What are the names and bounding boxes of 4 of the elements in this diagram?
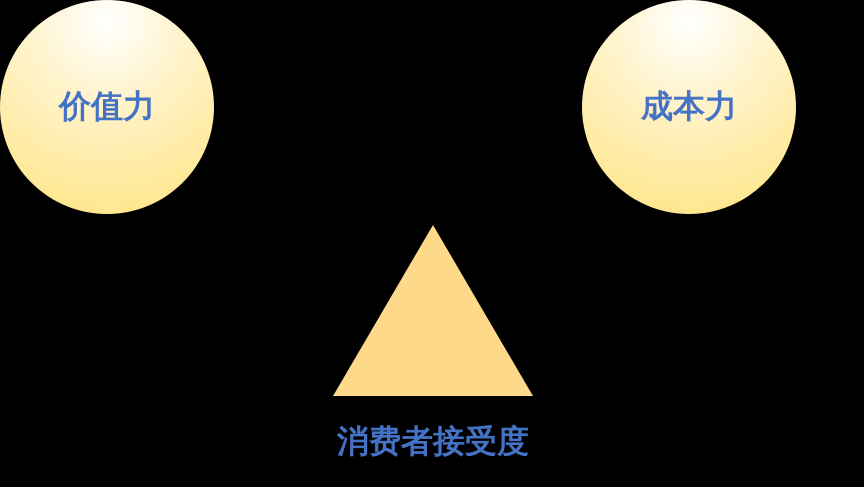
node-label: 消费者接受度 [337,421,529,462]
triangle-shape [333,225,533,396]
circle-label: 成本力 [641,86,737,127]
circle-label: 价值力 [59,86,155,127]
